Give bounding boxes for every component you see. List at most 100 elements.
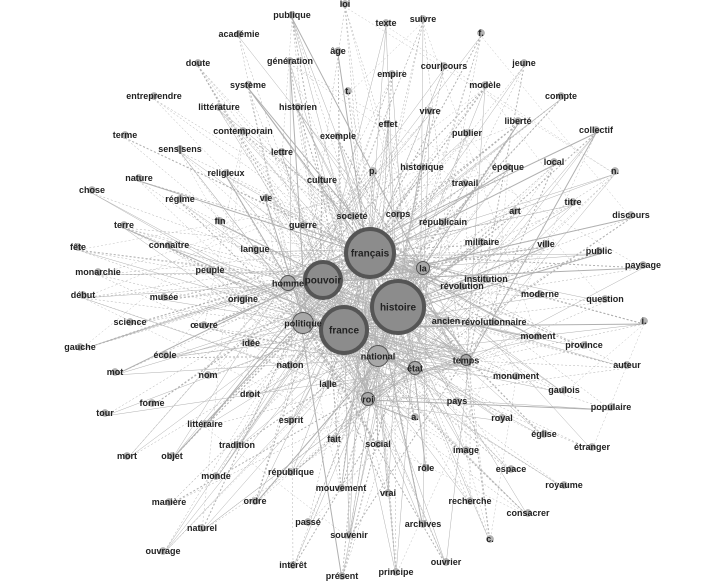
node[interactable]: titre [564,197,581,207]
node[interactable]: publier [452,128,482,138]
node[interactable]: langue [240,244,269,254]
node[interactable]: paysage [625,260,661,270]
node[interactable]: effet [378,119,397,129]
node[interactable]: royaume [545,480,583,490]
node[interactable]: exemple [320,131,356,141]
node[interactable]: tradition [219,440,255,450]
node[interactable]: ville [537,239,555,249]
node[interactable]: nation [277,360,304,370]
node[interactable]: institution [464,274,508,284]
node[interactable]: doute [186,58,211,68]
node[interactable]: gauche [64,342,96,352]
node[interactable]: origine [228,294,258,304]
node[interactable]: publique [273,10,311,20]
node[interactable]: principe [378,567,413,577]
node[interactable]: époque [492,162,524,172]
node[interactable]: terre [114,220,134,230]
hub-node[interactable]: pouvoir [303,260,343,300]
node[interactable]: art [509,206,521,216]
node[interactable]: passé [295,517,321,527]
node[interactable]: recherche [448,496,491,506]
hub-node[interactable]: politique [284,312,322,334]
node[interactable]: entreprendre [126,91,182,101]
node[interactable]: terme [113,130,138,140]
node[interactable]: loi [340,0,351,9]
hub-node[interactable]: état [407,361,423,375]
node[interactable]: liberté [504,116,531,126]
node[interactable]: science [113,317,146,327]
node[interactable]: cour|cours [421,61,468,71]
node[interactable]: image [453,445,479,455]
node[interactable]: monarchie [75,267,121,277]
node[interactable]: populaire [591,402,632,412]
node[interactable]: nature [125,173,153,183]
node[interactable]: ordre [243,496,266,506]
node[interactable]: vie [260,193,273,203]
node[interactable]: collectif [579,125,614,135]
node[interactable]: compte [545,91,577,101]
node[interactable]: nom [199,370,218,380]
hub-node[interactable]: roi [361,392,375,406]
node[interactable]: local [544,157,565,167]
node[interactable]: vivre [419,106,440,116]
node[interactable]: société [336,211,367,221]
node[interactable]: religieux [207,168,244,178]
node[interactable]: révolutionnaire [461,317,526,327]
node[interactable]: lettre [271,147,293,157]
node[interactable]: question [586,294,624,304]
node[interactable]: ouvrier [431,557,462,567]
node[interactable]: auteur [613,360,641,370]
node[interactable]: ouvrage [145,546,180,556]
node[interactable]: fait [327,434,341,444]
node[interactable]: forme [139,398,164,408]
node[interactable]: moment [520,331,555,341]
node[interactable]: texte [375,18,396,28]
node[interactable]: ancien [432,316,461,326]
node[interactable]: début [71,290,96,300]
node[interactable]: historien [279,102,317,112]
node[interactable]: mort [117,451,137,461]
node[interactable]: esprit [279,415,304,425]
node[interactable]: vrai [380,488,396,498]
node[interactable]: connaître [149,240,190,250]
node[interactable]: monde [201,471,231,481]
node[interactable]: mouvement [316,483,367,493]
node[interactable]: culture [307,175,337,185]
node[interactable]: idée [242,338,260,348]
hub-node[interactable]: national [361,345,396,367]
node[interactable]: âge [330,46,346,56]
node[interactable]: corps [386,209,411,219]
hub-node[interactable]: la [416,261,430,275]
node[interactable]: église [531,429,557,439]
node[interactable]: archives [405,519,442,529]
node[interactable]: école [153,350,176,360]
node[interactable]: t. [344,86,352,96]
node[interactable]: consacrer [506,508,550,518]
node[interactable]: révolution [440,281,484,291]
hub-node[interactable]: france [319,305,369,355]
node[interactable]: musée [150,292,179,302]
node[interactable]: a. [411,412,419,422]
node[interactable]: naturel [187,523,217,533]
node[interactable]: province [565,340,603,350]
node[interactable]: fête [70,242,86,252]
node[interactable]: système [230,80,266,90]
node[interactable]: militaire [465,237,500,247]
node[interactable]: contemporain [213,126,273,136]
node[interactable]: jeune [511,58,536,68]
node[interactable]: i. [640,316,648,326]
node[interactable]: p. [369,166,377,176]
node[interactable]: c. [486,534,494,544]
node[interactable]: république [268,467,314,477]
node[interactable]: suivre [410,14,437,24]
node[interactable]: fin [215,216,226,226]
node[interactable]: pays [447,396,468,406]
node[interactable]: œuvre [190,320,218,330]
node[interactable]: social [365,439,391,449]
node[interactable]: public [586,246,613,256]
node[interactable]: discours [612,210,650,220]
hub-node[interactable]: homme [272,275,304,291]
node[interactable]: sens|sens [158,144,202,154]
node[interactable]: chose [79,185,105,195]
node[interactable]: objet [161,451,183,461]
